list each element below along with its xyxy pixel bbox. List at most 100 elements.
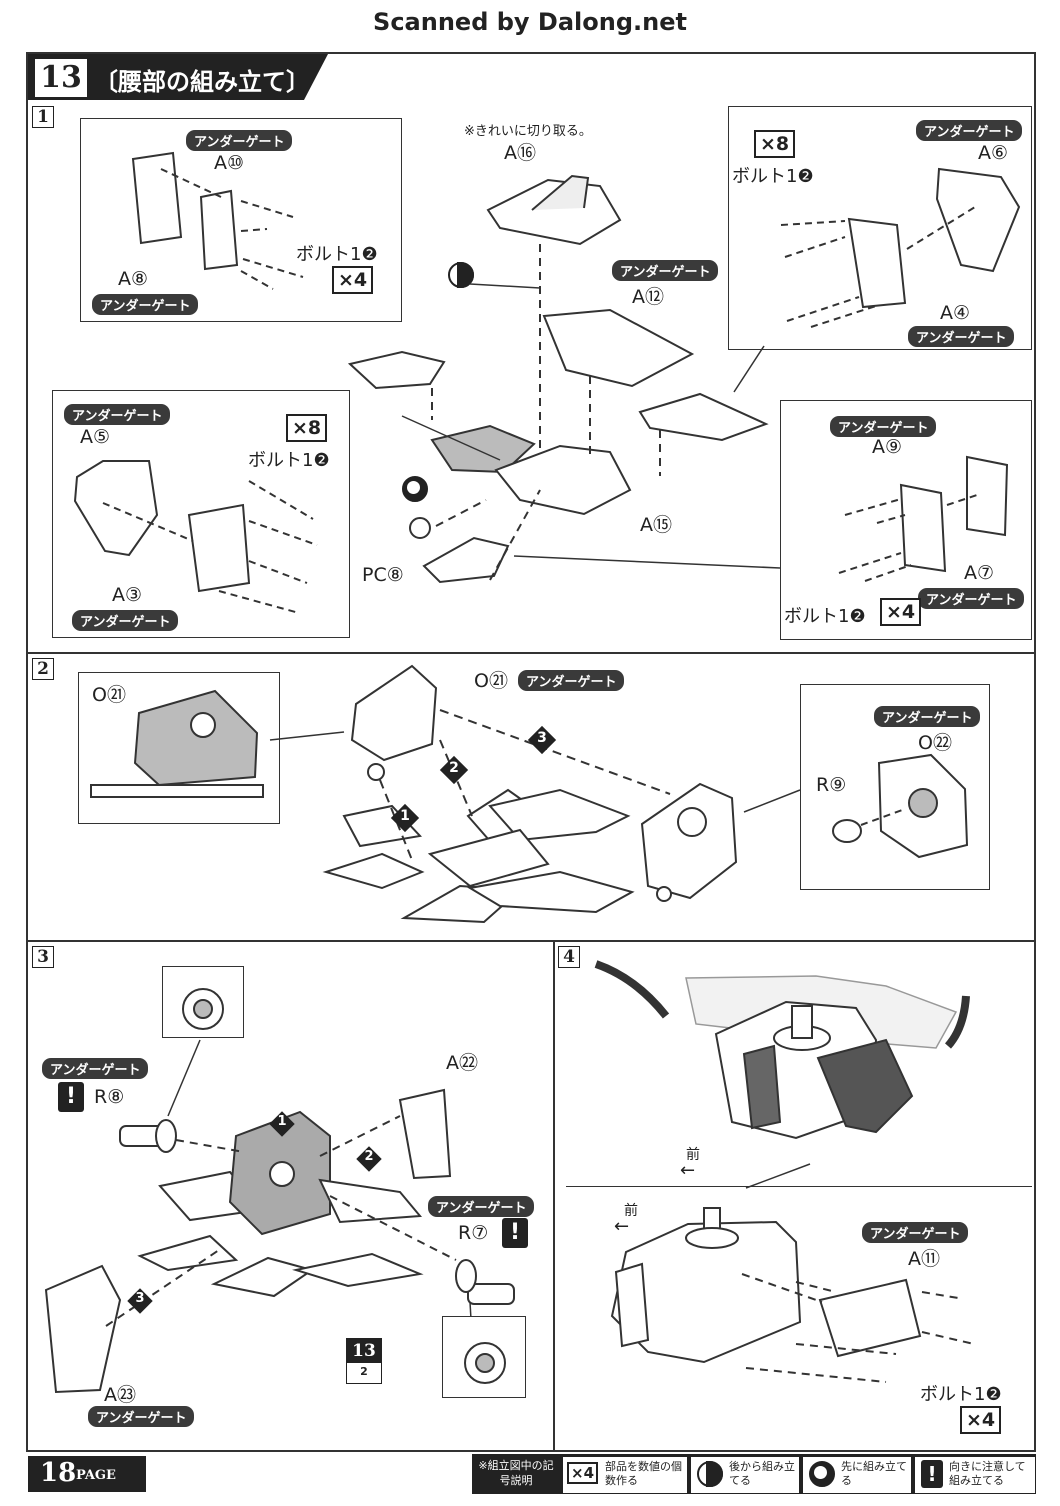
part-r9: R⑨ — [816, 774, 847, 796]
o21-detail-box — [78, 672, 280, 824]
gate-label-r8: アンダーゲート — [42, 1058, 149, 1079]
bolt-label-a11: ボルト1❷ — [920, 1384, 1002, 1405]
part-a5: A⑤ — [80, 426, 111, 448]
part-a4: A④ — [940, 302, 971, 324]
reference-sub-number: 2 — [360, 1365, 368, 1378]
front-label-upper: 前 — [686, 1147, 700, 1163]
section-title: 〔腰部の組み立て〕 — [94, 68, 310, 96]
step-2-number: 2 — [32, 658, 54, 680]
s3-order-number-2: 2 — [364, 1149, 374, 1164]
legend-title: ※組立図中の記号説明 — [478, 1459, 554, 1487]
step3-assembly-drawing — [44, 1039, 515, 1394]
gate-label-a7: アンダーゲート — [918, 588, 1025, 609]
qty-badge-a6: ×8 — [754, 130, 796, 158]
step-2-divider — [28, 940, 1036, 942]
part-a16: A⑯ — [504, 142, 536, 164]
orientation-caution-legend-icon: ! — [921, 1460, 943, 1488]
r8-detail-drawing — [182, 988, 224, 1030]
orientation-caution-icon-r8: ! — [58, 1082, 84, 1112]
gate-label-r7: アンダーゲート — [428, 1196, 535, 1217]
step4-assembly-drawing — [594, 960, 975, 1383]
gate-label-a10: アンダーゲート — [186, 130, 293, 151]
part-a3: A③ — [112, 584, 143, 606]
a6-a4-drawing — [780, 167, 1021, 328]
part-o21: O㉑ — [474, 670, 508, 692]
r7-detail-drawing — [464, 1342, 506, 1384]
step-4-inner-divider — [566, 1186, 1032, 1187]
part-pc8: PC⑧ — [362, 564, 404, 586]
step-1-divider — [28, 652, 1036, 654]
qty-badge-a11: ×4 — [960, 1406, 1002, 1434]
part-r8: R⑧ — [94, 1086, 125, 1108]
section-number: 13 — [34, 58, 88, 98]
gate-label-o22: アンダーゲート — [874, 706, 981, 727]
gate-label-a12: アンダーゲート — [612, 260, 719, 281]
r8-detail-box — [162, 966, 244, 1038]
page-frame — [26, 52, 1036, 1452]
orientation-caution-icon-r7: ! — [502, 1218, 528, 1248]
a9-a7-drawing — [838, 455, 1009, 582]
step-1-number: 1 — [32, 106, 54, 128]
part-r7: R⑦ — [458, 1222, 489, 1244]
part-a22: A㉒ — [446, 1052, 478, 1074]
a5-a3-drawing — [73, 460, 318, 614]
quantity-icon: ×4 — [567, 1462, 599, 1484]
legend-text-quantity: 部品を数値の個数作る — [605, 1460, 682, 1487]
part-o21-detail: O㉑ — [92, 684, 126, 706]
s3-order-number-3: 3 — [135, 1291, 145, 1306]
part-a6: A⑥ — [978, 142, 1009, 164]
o21-detail-drawing — [90, 689, 264, 798]
front-label-lower: 前 — [624, 1203, 638, 1219]
reference-step-number: 13 — [347, 1339, 381, 1363]
gate-label-a11: アンダーゲート — [862, 1222, 969, 1243]
part-a7: A⑦ — [964, 562, 995, 584]
step-3-number: 3 — [32, 946, 54, 968]
gate-label-a3: アンダーゲート — [72, 610, 179, 631]
part-a8: A⑧ — [118, 268, 149, 290]
bolt-label-a6: ボルト1❷ — [732, 166, 814, 187]
r7-detail-box — [442, 1316, 526, 1398]
gate-label-a9: アンダーゲート — [830, 416, 937, 437]
part-a10: A⑩ — [214, 152, 245, 174]
step-3-4-divider — [553, 942, 555, 1452]
reference-step-badge: 13 2 — [346, 1338, 382, 1384]
part-a9: A⑨ — [872, 436, 903, 458]
page-word: PAGE — [76, 1468, 116, 1483]
back-assembly-icon — [448, 262, 474, 288]
legend-text-front: 先に組み立てる — [841, 1460, 907, 1487]
bolt-label-a10: ボルト1❷ — [296, 244, 378, 265]
order-number-3: 3 — [537, 730, 547, 746]
gate-label-a5: アンダーゲート — [64, 404, 171, 425]
o22-detail-drawing — [832, 753, 969, 859]
order-number-1: 1 — [400, 808, 410, 824]
s3-order-number-1: 1 — [277, 1114, 287, 1129]
page-number: 18 — [40, 1458, 77, 1488]
bolt-label-a9: ボルト1❷ — [784, 606, 866, 627]
part-a11: A⑪ — [908, 1248, 940, 1270]
gate-label-a6: アンダーゲート — [916, 120, 1023, 141]
front-arrow-upper: ← — [680, 1160, 696, 1181]
main-waist-assembly-drawing — [347, 174, 781, 584]
part-a23: A㉓ — [104, 1384, 136, 1406]
page-number-bar — [28, 1456, 146, 1492]
gate-label-a4: アンダーゲート — [908, 326, 1015, 347]
legend-item-orientation: ! 向きに注意して組み立てる — [914, 1456, 1036, 1494]
gate-label-o21: アンダーゲート — [518, 670, 625, 691]
part-a15: A⑮ — [640, 514, 672, 536]
gate-label-a23: アンダーゲート — [88, 1406, 195, 1427]
part-a12: A⑫ — [632, 286, 664, 308]
qty-badge-a9: ×4 — [880, 598, 922, 626]
legend-item-quantity: ×4 部品を数値の個数作る — [562, 1456, 688, 1494]
part-o22: O㉒ — [918, 732, 952, 754]
qty-badge-a10: ×4 — [332, 266, 374, 294]
step-4-number: 4 — [558, 946, 580, 968]
front-arrow-lower: ← — [614, 1216, 630, 1237]
a10-a8-drawing — [131, 151, 304, 290]
legend-item-back: 後から組み立てる — [690, 1456, 800, 1494]
front-assembly-icon — [402, 476, 428, 502]
cut-cleanly-note: ※きれいに切り取る。 — [464, 124, 592, 139]
legend-text-back: 後から組み立てる — [729, 1460, 795, 1487]
gate-label-a8: アンダーゲート — [92, 294, 199, 315]
scanned-by-header: Scanned by Dalong.net — [373, 8, 687, 36]
bolt-label-a5: ボルト1❷ — [248, 450, 330, 471]
